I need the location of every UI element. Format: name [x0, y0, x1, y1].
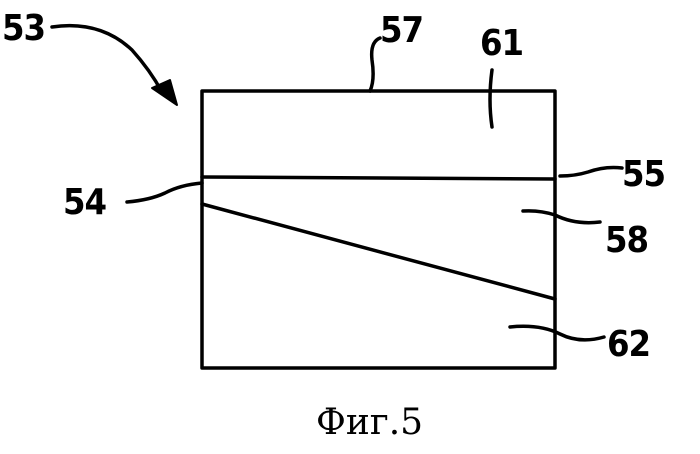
label-57: 57 [380, 10, 423, 51]
outer-box [202, 91, 555, 368]
slope-line [202, 204, 555, 299]
leader-62 [510, 326, 604, 340]
label-58: 58 [605, 220, 648, 261]
label-61: 61 [480, 23, 523, 64]
divider-line [202, 177, 555, 179]
label-53: 53 [2, 8, 45, 49]
leader-54 [127, 183, 202, 202]
figure-caption: Фиг.5 [316, 402, 423, 443]
leader-55 [560, 168, 622, 177]
label-62: 62 [607, 324, 650, 365]
leader-58 [523, 211, 600, 223]
arrow-53-leader [52, 26, 162, 92]
leader-57 [370, 38, 380, 91]
label-54: 54 [63, 182, 107, 223]
leader-61 [490, 70, 492, 127]
label-55: 55 [622, 154, 665, 195]
